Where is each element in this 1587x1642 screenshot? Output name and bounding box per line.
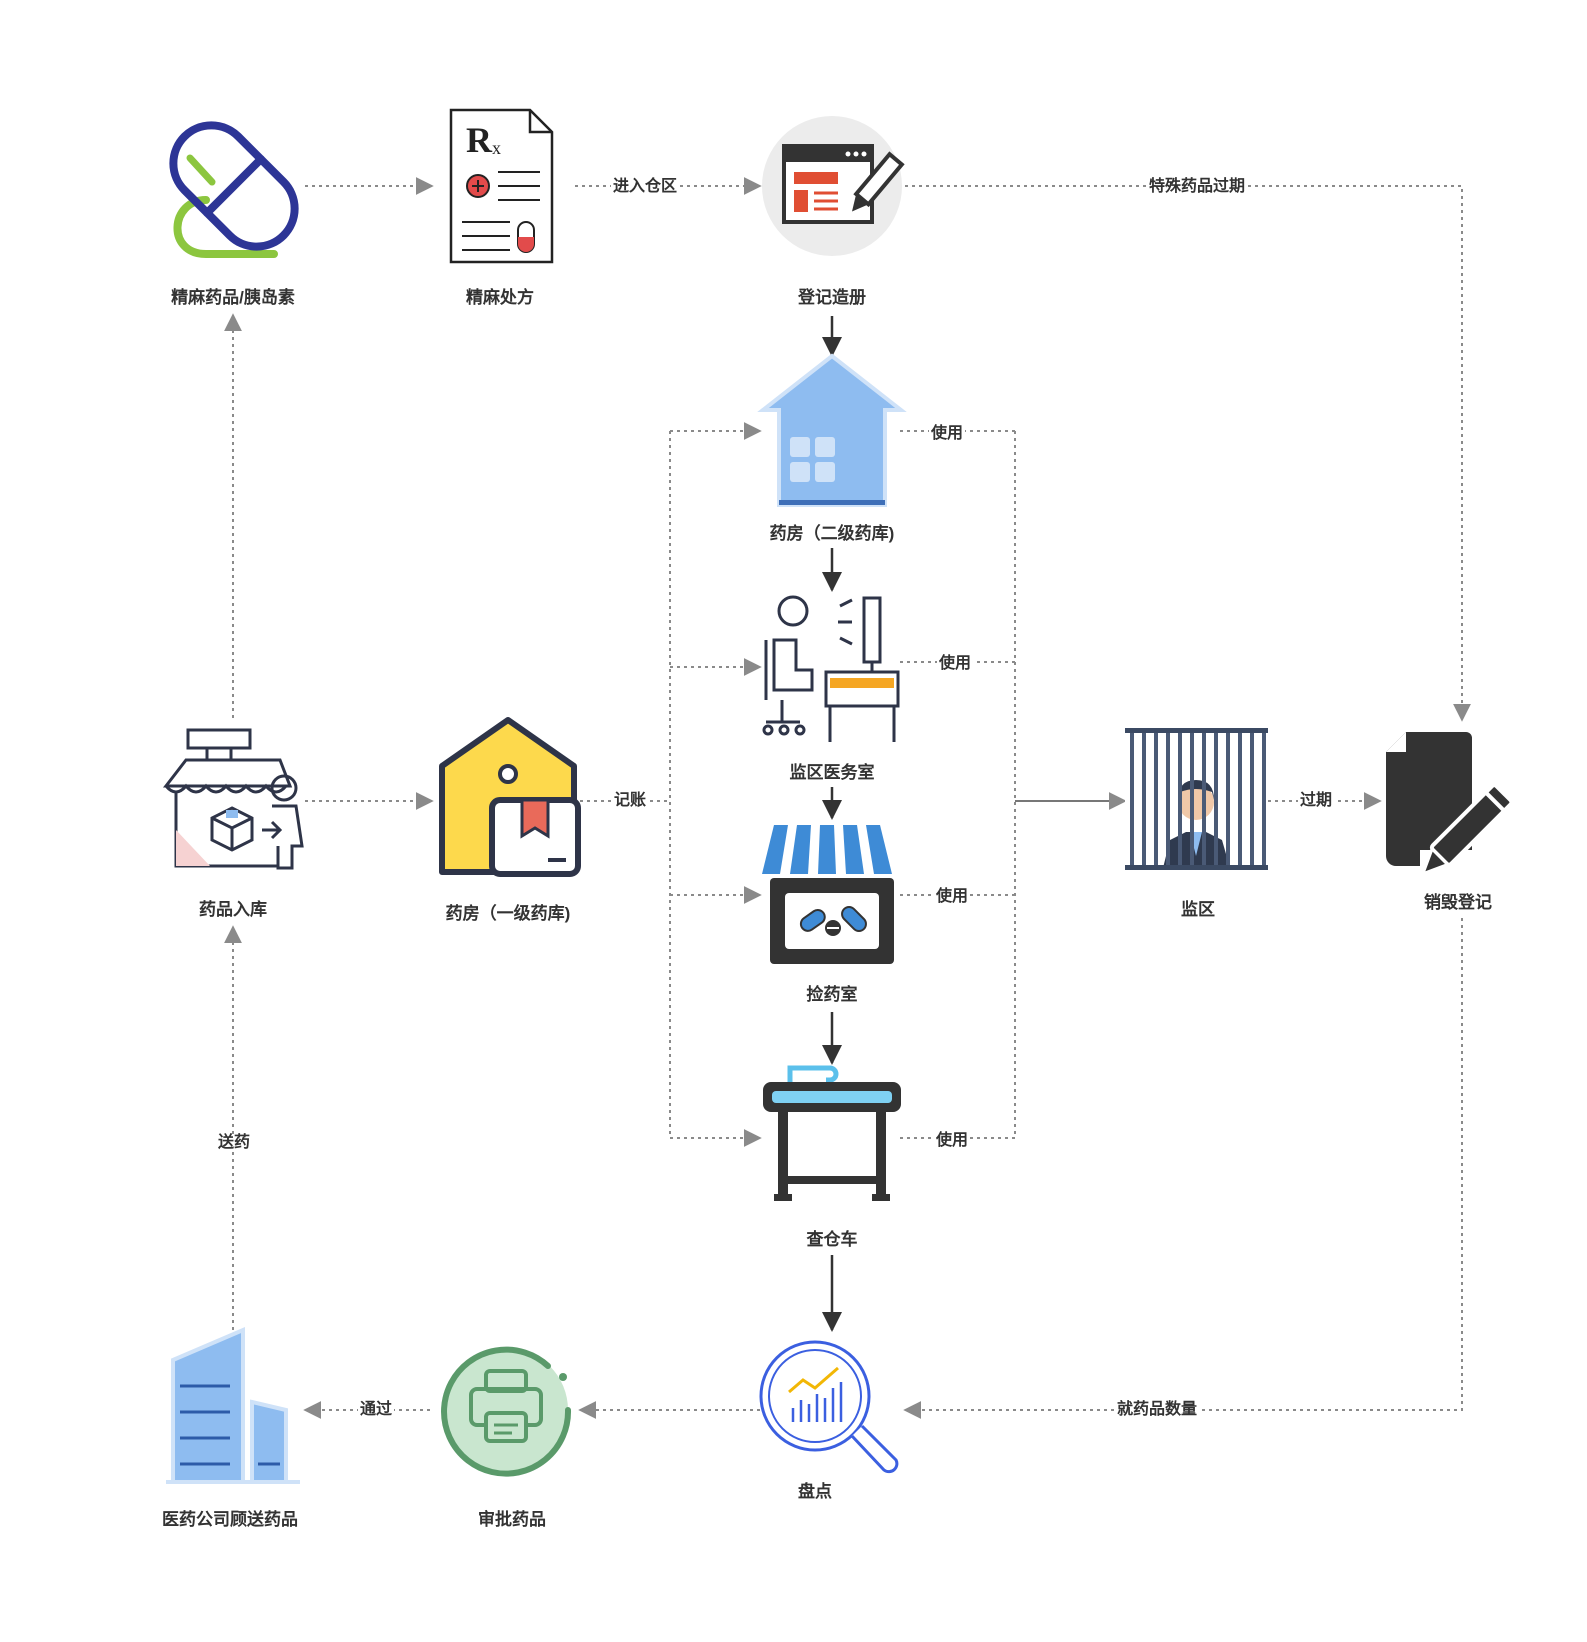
edge-destruction-to-inventory <box>903 918 1463 1419</box>
node-label-pharmacy1: 药房（一级药库) <box>445 904 571 923</box>
dispensing-shop-icon <box>760 825 904 964</box>
edge-label-drug-quantity: 就药品数量 <box>1114 1401 1200 1419</box>
pill-icon <box>169 121 299 258</box>
edge-label-use-medical-office: 使用 <box>936 655 974 673</box>
edge-registration-to-destruction <box>905 185 1471 722</box>
storage-in-shop-icon <box>162 728 304 870</box>
svg-text:x: x <box>492 138 501 158</box>
node-label-destruction-register: 销毁登记 <box>1424 893 1492 912</box>
svg-text:R: R <box>466 120 493 160</box>
edge-label-bookkeeping: 记账 <box>611 792 649 810</box>
node-label-dispensing-room: 捡药室 <box>806 985 858 1004</box>
edge-label-enter-warehouse: 进入仓区 <box>610 178 680 196</box>
node-label-approve-drugs: 审批药品 <box>478 1510 546 1529</box>
edge-label-use-dispensing: 使用 <box>933 888 971 906</box>
approve-printer-icon <box>441 1346 572 1477</box>
edge-label-use-cart: 使用 <box>933 1132 971 1150</box>
pharmacy1-house-icon <box>439 717 581 877</box>
node-label-psych-drugs: 精麻药品/胰岛素 <box>171 288 295 307</box>
edge-label-approved: 通过 <box>357 1401 395 1419</box>
node-label-prescription: 精麻处方 <box>466 288 534 307</box>
node-label-ward: 监区 <box>1181 900 1215 919</box>
inspection-cart-table-icon <box>763 1065 901 1201</box>
node-label-ward-medical-office: 监区医务室 <box>789 763 875 782</box>
doctor-at-desk-icon <box>762 595 900 742</box>
node-label-drug-storage-in: 药品入库 <box>199 900 267 919</box>
destruction-document-pen-icon <box>1386 732 1514 877</box>
edge-label-deliver: 送药 <box>215 1134 253 1152</box>
node-label-registration: 登记造册 <box>798 288 866 307</box>
node-label-inventory: 盘点 <box>798 1482 832 1501</box>
edge-label-special-expired: 特殊药品过期 <box>1146 178 1248 196</box>
node-label-pharma-company: 医药公司顾送药品 <box>162 1510 298 1529</box>
prison-bars-icon <box>1125 728 1268 870</box>
registration-form-icon <box>762 116 905 256</box>
edge-label-expired: 过期 <box>1297 792 1335 810</box>
pharmacy2-house-icon <box>757 353 907 507</box>
edge-label-use-pharmacy2: 使用 <box>928 425 966 443</box>
inventory-magnifier-chart-icon <box>759 1340 899 1474</box>
node-label-inspection-cart: 查仓车 <box>806 1230 858 1249</box>
company-buildings-icon <box>166 1326 300 1484</box>
node-label-pharmacy2: 药房（二级药库) <box>769 524 895 543</box>
prescription-document-icon: R x <box>449 108 554 264</box>
